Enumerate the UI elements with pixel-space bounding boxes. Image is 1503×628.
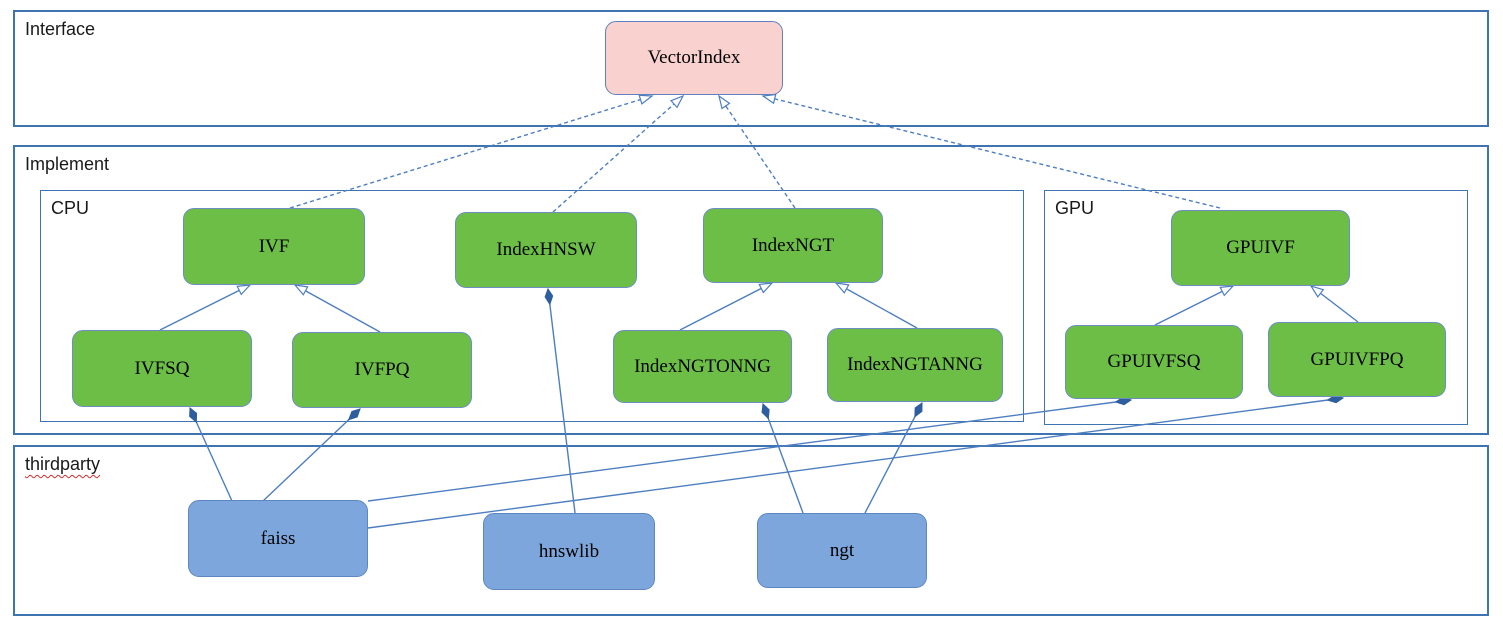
node-hnswlib-label: hnswlib bbox=[538, 540, 600, 562]
node-gpuivfsq: GPUIVFSQ bbox=[1065, 325, 1243, 399]
node-indexngtanng-label: IndexNGTANNG bbox=[847, 354, 983, 375]
container-interface-label: Interface bbox=[25, 19, 96, 39]
node-indexngtonng-label: IndexNGTONNG bbox=[634, 355, 771, 377]
node-ivfsq: IVFSQ bbox=[72, 330, 252, 407]
node-ivfpq: IVFPQ bbox=[292, 332, 472, 408]
node-indexhnsw: IndexHNSW bbox=[455, 212, 637, 288]
node-indexhnsw-label: IndexHNSW bbox=[496, 239, 596, 260]
node-indexngtanng: IndexNGTANNG bbox=[827, 328, 1003, 402]
node-indexngt-label: IndexNGT bbox=[751, 234, 835, 256]
container-thirdparty-label: thirdparty bbox=[25, 454, 101, 474]
container-gpu-label: GPU bbox=[1055, 198, 1095, 218]
node-ngt: ngt bbox=[757, 513, 927, 588]
node-indexngt: IndexNGT bbox=[703, 208, 883, 283]
node-indexngtonng: IndexNGTONNG bbox=[613, 330, 792, 403]
node-ivf: IVF bbox=[183, 208, 365, 285]
node-faiss: faiss bbox=[188, 500, 368, 577]
node-faiss-label: faiss bbox=[260, 527, 296, 549]
node-ngt-label: ngt bbox=[829, 539, 855, 561]
container-implement-label: Implement bbox=[25, 154, 110, 174]
node-ivfpq-label: IVFPQ bbox=[354, 359, 410, 380]
node-gpuivf: GPUIVF bbox=[1171, 210, 1350, 286]
node-gpuivfpq-label: GPUIVFPQ bbox=[1310, 348, 1404, 370]
node-vectorindex: VectorIndex bbox=[605, 21, 783, 95]
node-gpuivfsq-label: GPUIVFSQ bbox=[1107, 351, 1201, 372]
node-gpuivfpq: GPUIVFPQ bbox=[1268, 322, 1446, 397]
node-hnswlib: hnswlib bbox=[483, 513, 655, 590]
node-ivf-label: IVF bbox=[258, 235, 290, 257]
node-ivfsq-label: IVFSQ bbox=[134, 357, 190, 379]
container-cpu-label: CPU bbox=[51, 198, 90, 218]
node-vectorindex-label: VectorIndex bbox=[647, 47, 741, 68]
node-gpuivf-label: GPUIVF bbox=[1226, 237, 1295, 258]
